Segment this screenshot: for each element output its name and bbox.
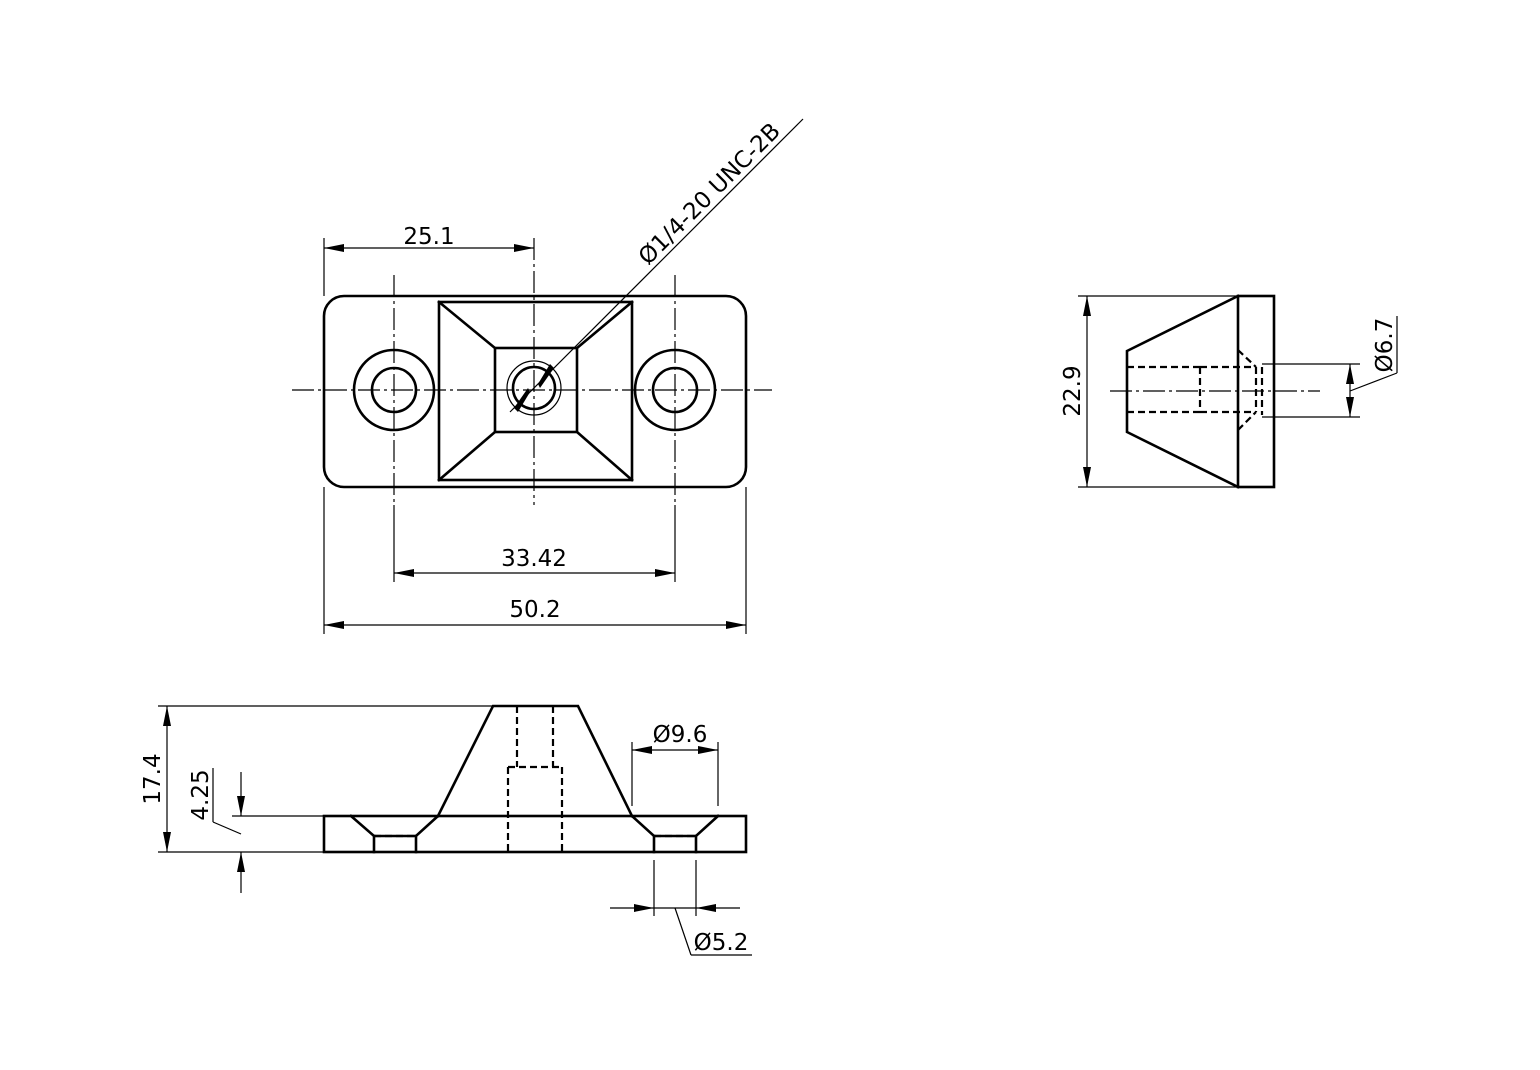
dim-text-6-7: Ø6.7 — [1372, 318, 1398, 373]
chamfer-edge — [437, 430, 497, 482]
right-countersink — [630, 814, 720, 838]
thread-leader-line — [509, 118, 804, 413]
dim-text-25-1: 25.1 — [403, 224, 454, 250]
dim-text-17-4: 17.4 — [140, 753, 166, 804]
dim-text-4-25: 4.25 — [188, 769, 214, 820]
boss-profile — [436, 704, 634, 818]
dim-text-5-2: Ø5.2 — [694, 930, 749, 956]
dim-text-9-6: Ø9.6 — [653, 722, 708, 748]
dim-text-33-42: 33.42 — [501, 546, 567, 572]
plate-outline — [322, 294, 748, 489]
front-view: 25.1 33.42 50.2 Ø1/4-20 UNC-2B — [292, 118, 804, 634]
base-plate — [322, 814, 748, 854]
left-countersink — [349, 814, 440, 838]
chamfer-edge — [575, 430, 634, 482]
dim-text-50-2: 50.2 — [509, 597, 560, 623]
dim-text-22-9: 22.9 — [1060, 365, 1086, 416]
bottom-view: 17.4 4.25 Ø9.6 Ø5.2 — [140, 704, 752, 956]
thread-arrow — [514, 388, 530, 412]
chamfer-edge — [437, 300, 497, 350]
boss-outer-square — [437, 300, 634, 482]
thread-callout-text: Ø1/4-20 UNC-2B — [634, 118, 786, 270]
chamfer-edge — [575, 300, 634, 350]
thread-arrow — [538, 364, 554, 388]
side-view: 22.9 Ø6.7 — [1060, 294, 1398, 489]
